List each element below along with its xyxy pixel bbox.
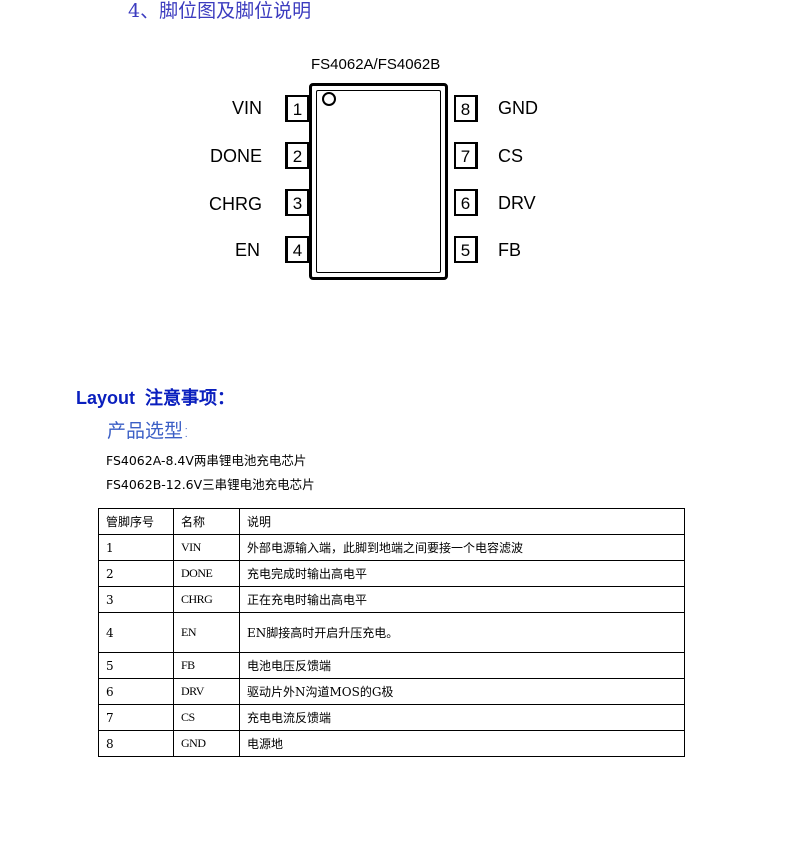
- cell-name: EN: [173, 612, 240, 653]
- cell-desc: 充电完成时输出高电平: [239, 560, 685, 587]
- header-description: 说明: [239, 508, 685, 535]
- pin-label-en: EN: [234, 240, 260, 260]
- pin-box-5: 5: [454, 236, 478, 263]
- table-row: 1 VIN 外部电源输入端，此脚到地端之间要接一个电容滤波: [98, 534, 685, 561]
- cell-desc: EN脚接高时开启升压充电。: [239, 612, 685, 653]
- cell-num: 3: [98, 586, 174, 613]
- cell-desc: 充电电流反馈端: [239, 704, 685, 731]
- cell-num: 5: [98, 652, 174, 679]
- product-selection-heading: 产品选型:: [107, 420, 190, 442]
- pin-label-chrg: CHRG: [209, 194, 262, 214]
- cell-num: 8: [98, 730, 174, 757]
- cell-num: 2: [98, 560, 174, 587]
- layout-heading: Layout 注意事项：: [76, 388, 236, 408]
- pin-box-3: 3: [285, 189, 309, 216]
- cell-desc: 电池电压反馈端: [239, 652, 685, 679]
- pin-box-6: 6: [454, 189, 478, 216]
- table-row: 5 FB 电池电压反馈端: [98, 652, 685, 679]
- cell-num: 6: [98, 678, 174, 705]
- table-row: 3 CHRG 正在充电时输出高电平: [98, 586, 685, 613]
- cell-name: VIN: [173, 534, 240, 561]
- pin1-marker-icon: [322, 92, 336, 106]
- cell-desc: 外部电源输入端，此脚到地端之间要接一个电容滤波: [239, 534, 685, 561]
- pin-label-vin: VIN: [231, 98, 262, 118]
- cell-num: 1: [98, 534, 174, 561]
- cell-name: CS: [173, 704, 240, 731]
- chip-title: FS4062A/FS4062B: [311, 56, 441, 73]
- table-row: 4 EN EN脚接高时开启升压充电。: [98, 612, 685, 653]
- cell-name: CHRG: [173, 586, 240, 613]
- cell-num: 7: [98, 704, 174, 731]
- pin-box-2: 2: [285, 142, 309, 169]
- table-row: 7 CS 充电电流反馈端: [98, 704, 685, 731]
- pin-box-1: 1: [285, 95, 309, 122]
- cell-name: FB: [173, 652, 240, 679]
- pin-box-8: 8: [454, 95, 478, 122]
- chip-body: [309, 83, 448, 280]
- cell-name: DRV: [173, 678, 240, 705]
- table-header-row: 管脚序号 名称 说明: [98, 508, 685, 535]
- pin-label-drv: DRV: [498, 193, 536, 213]
- cell-desc: 电源地: [239, 730, 685, 757]
- pin-box-4: 4: [285, 236, 309, 263]
- cell-desc: 正在充电时输出高电平: [239, 586, 685, 613]
- pin-label-done: DONE: [209, 146, 262, 166]
- table-row: 2 DONE 充电完成时输出高电平: [98, 560, 685, 587]
- table-row: 6 DRV 驱动片外N沟道MOS的G极: [98, 678, 685, 705]
- section-heading: 4、脚位图及脚位说明: [128, 0, 312, 22]
- cell-num: 4: [98, 612, 174, 653]
- pin-label-gnd: GND: [498, 98, 538, 118]
- pin-description-table: 管脚序号 名称 说明 1 VIN 外部电源输入端，此脚到地端之间要接一个电容滤波…: [98, 508, 685, 757]
- cell-desc: 驱动片外N沟道MOS的G极: [239, 678, 685, 705]
- pin-label-fb: FB: [498, 240, 522, 260]
- table-row: 8 GND 电源地: [98, 730, 685, 757]
- cell-name: DONE: [173, 560, 240, 587]
- product-line-b: FS4062B-12.6V三串锂电池充电芯片: [106, 477, 315, 492]
- cell-name: GND: [173, 730, 240, 757]
- header-pin-number: 管脚序号: [98, 508, 174, 535]
- header-name: 名称: [173, 508, 240, 535]
- product-line-a: FS4062A-8.4V两串锂电池充电芯片: [106, 453, 307, 468]
- pin-label-cs: CS: [498, 146, 524, 166]
- pin-box-7: 7: [454, 142, 478, 169]
